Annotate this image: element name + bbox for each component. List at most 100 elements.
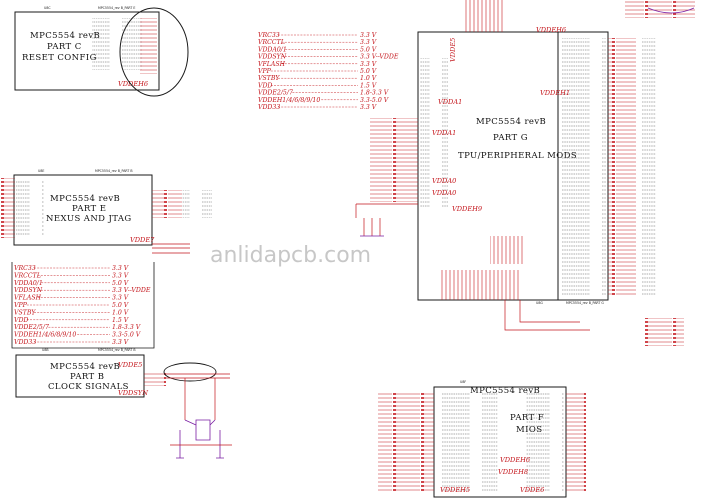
part-e-package: MPC5554_rev B_PART B xyxy=(95,169,133,173)
supply-value-mid-4: 3.3 V xyxy=(112,295,129,302)
part-g-right-pin-names xyxy=(562,38,606,296)
supply-name-top-4: VFLASH xyxy=(258,61,286,68)
supply-name-mid-4: VFLASH xyxy=(14,295,42,302)
supply-name-top-9: VDDEH1/4/6/8/9/10 xyxy=(258,97,320,104)
supply-name-mid-5: VPP xyxy=(14,302,28,309)
part-g-bottom-pins xyxy=(440,270,520,300)
part-g-title-2: PART G xyxy=(493,133,528,143)
part-e-ref: U8E xyxy=(38,169,44,173)
part-e-power-label: VDDE7 xyxy=(130,236,155,244)
net-vdda0-b: VDDA0 xyxy=(432,189,456,197)
part-g-decoupling-wires xyxy=(355,203,418,236)
block-part-b: U8B MPC5554_rev B_PART B MPC5554 revB PA… xyxy=(15,348,232,459)
part-g-right-net-names xyxy=(636,38,656,296)
part-c-pin-names xyxy=(92,18,142,70)
supply-name-top-8: VDDE2/5/7 xyxy=(258,90,293,97)
part-c-package: MPC5554_rev B_PART E xyxy=(98,6,135,10)
part-b-power-label: VDDE5 xyxy=(118,361,142,369)
supply-value-top-8: 1.8-3.3 V xyxy=(360,90,389,97)
watermark: anlidapcb.com xyxy=(210,243,371,268)
supply-name-mid-8: VDDE2/5/7 xyxy=(14,324,49,331)
part-e-right-pins xyxy=(152,190,182,218)
part-b-clock-wires xyxy=(166,373,230,420)
supply-value-top-1: 3.3 V xyxy=(360,39,377,46)
part-e-aux-wires xyxy=(152,243,190,254)
block-part-e: U8E MPC5554_rev B_PART B MPC5554 revB PA… xyxy=(1,169,212,254)
part-g-right-pins xyxy=(608,38,636,296)
part-c-title-1: MPC5554 revB xyxy=(30,31,100,41)
part-g-package: MPC5554_rev B_PART G xyxy=(566,301,604,305)
part-b-package: MPC5554_rev B_PART B xyxy=(98,348,136,352)
supply-value-top-7: 1.5 V xyxy=(360,82,377,89)
part-g-power-top: VDDEH6 xyxy=(536,26,566,34)
supply-value-mid-3: 3.3 V--VDDE xyxy=(112,287,151,294)
part-b-title-3: CLOCK SIGNALS xyxy=(48,382,129,392)
top-right-arc xyxy=(647,7,695,14)
supply-value-mid-0: 3.3 V xyxy=(112,265,129,272)
supply-value-mid-9: 3.3-5.0 V xyxy=(112,332,141,339)
part-g-bottom-wires xyxy=(504,300,590,331)
part-g-center-pins xyxy=(490,236,524,264)
supply-name-top-10: VDD33 xyxy=(258,104,280,111)
supply-value-mid-8: 1.8-3.3 V xyxy=(112,324,141,331)
supply-value-mid-1: 3.3 V xyxy=(112,272,129,279)
part-e-net-names xyxy=(182,190,212,218)
supply-name-mid-7: VDD xyxy=(14,317,28,324)
part-c-ref: U8C xyxy=(44,6,51,10)
part-e-title-1: MPC5554 revB xyxy=(50,194,120,204)
part-g-left-pin-names xyxy=(420,58,448,208)
supply-value-top-3: 3.3 V--VDDE xyxy=(360,54,399,61)
supply-name-mid-9: VDDEH1/4/6/8/9/10 xyxy=(14,332,76,339)
supply-name-mid-6: VSTBY xyxy=(14,309,36,316)
part-f-power: VDDEH6 xyxy=(500,456,530,464)
part-b-pins xyxy=(144,372,166,386)
supply-name-top-1: VRCCTL xyxy=(258,39,285,46)
net-vddeh5: VDDEH5 xyxy=(440,486,470,494)
part-f-left-pin-names xyxy=(438,392,498,492)
part-e-left-pins xyxy=(1,178,15,238)
net-vdda1-b: VDDA1 xyxy=(432,129,456,137)
part-f-left-pins xyxy=(378,392,434,492)
supply-value-top-6: 1.0 V xyxy=(360,75,377,82)
supply-value-mid-6: 1.0 V xyxy=(112,309,129,316)
net-vddeh8: VDDEH8 xyxy=(498,468,528,476)
part-g-title-1: MPC5554 revB xyxy=(476,117,546,127)
part-f-right-pins xyxy=(566,392,586,492)
supply-name-mid-10: VDD33 xyxy=(14,339,36,346)
net-vdda0: VDDA0 xyxy=(432,177,456,185)
part-b-title-1: MPC5554 revB xyxy=(50,362,120,372)
part-c-title-2: PART C xyxy=(47,42,82,52)
net-vdde6: VDDE6 xyxy=(520,486,544,494)
net-vdda1: VDDA1 xyxy=(438,98,462,106)
supply-value-mid-2: 5.0 V xyxy=(112,280,129,287)
part-e-title-2: PART E xyxy=(72,204,106,214)
net-vddeh1: VDDEH1 xyxy=(540,89,570,97)
supply-name-mid-1: VRCCTL xyxy=(14,272,41,279)
part-g-vert-power: VDDE5 xyxy=(449,38,457,62)
part-c-pins xyxy=(140,18,157,74)
supply-name-top-2: VDDA0/1 xyxy=(258,46,287,53)
block-part-f: U8F MPC5554 revB PART F MIOS VDDEH6 VDDE… xyxy=(378,380,586,498)
part-e-pin-names xyxy=(16,180,44,236)
supply-value-top-2: 5.0 V xyxy=(360,46,377,53)
supply-table-mid-frame xyxy=(11,262,155,349)
supply-name-mid-3: VDDSYN xyxy=(14,287,43,294)
part-e-title-3: NEXUS AND JTAG xyxy=(46,214,132,224)
right-side-connector-pins xyxy=(644,318,684,346)
supply-name-top-5: VPP xyxy=(258,68,272,75)
supply-name-top-3: VDDSYN xyxy=(258,54,287,61)
top-right-connector-pins xyxy=(625,0,695,18)
part-f-title-1: MPC5554 revB xyxy=(470,386,540,396)
part-g-top-pins xyxy=(464,0,504,32)
supply-value-top-4: 3.3 V xyxy=(360,61,377,68)
supply-name-mid-0: VRC33 xyxy=(14,265,36,272)
part-b-title-2: PART B xyxy=(70,372,104,382)
part-g-ref: U8G xyxy=(536,301,543,305)
supply-value-mid-10: 3.3 V xyxy=(112,339,129,346)
part-c-title-3: RESET CONFIG xyxy=(22,53,97,63)
crystal-symbol xyxy=(184,419,216,441)
block-part-g: U8G MPC5554_rev B_PART G MPC5554 revB PA… xyxy=(355,0,695,346)
